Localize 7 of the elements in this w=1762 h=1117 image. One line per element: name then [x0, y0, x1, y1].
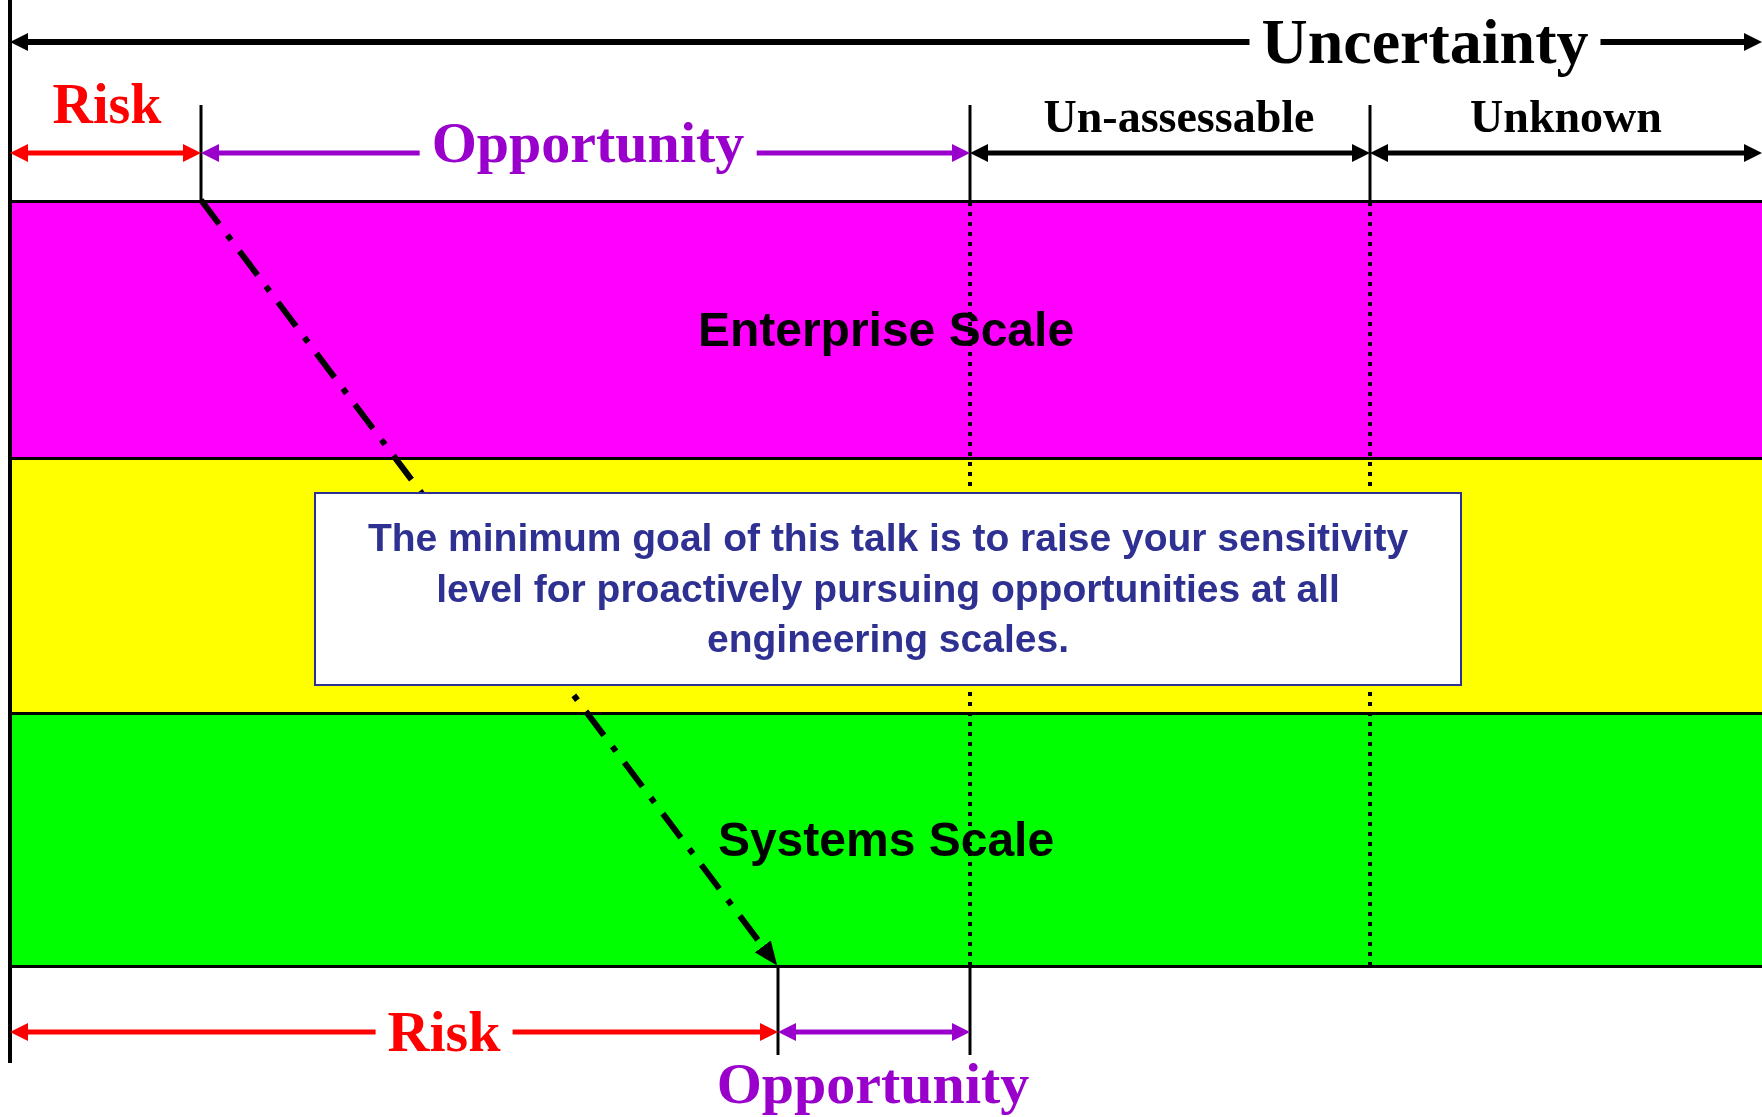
scale-band [10, 200, 1762, 457]
callout-text: The minimum goal of this talk is to raise your sensitivity level for proactively pursuing opportunities at all engineering scales. [366, 514, 1410, 663]
band-label: Systems Scale [717, 816, 1055, 864]
band-label: Enterprise Scale [697, 306, 1075, 354]
callout-box [314, 492, 1462, 686]
scale-band [10, 457, 1762, 712]
scale-band [10, 712, 1762, 968]
